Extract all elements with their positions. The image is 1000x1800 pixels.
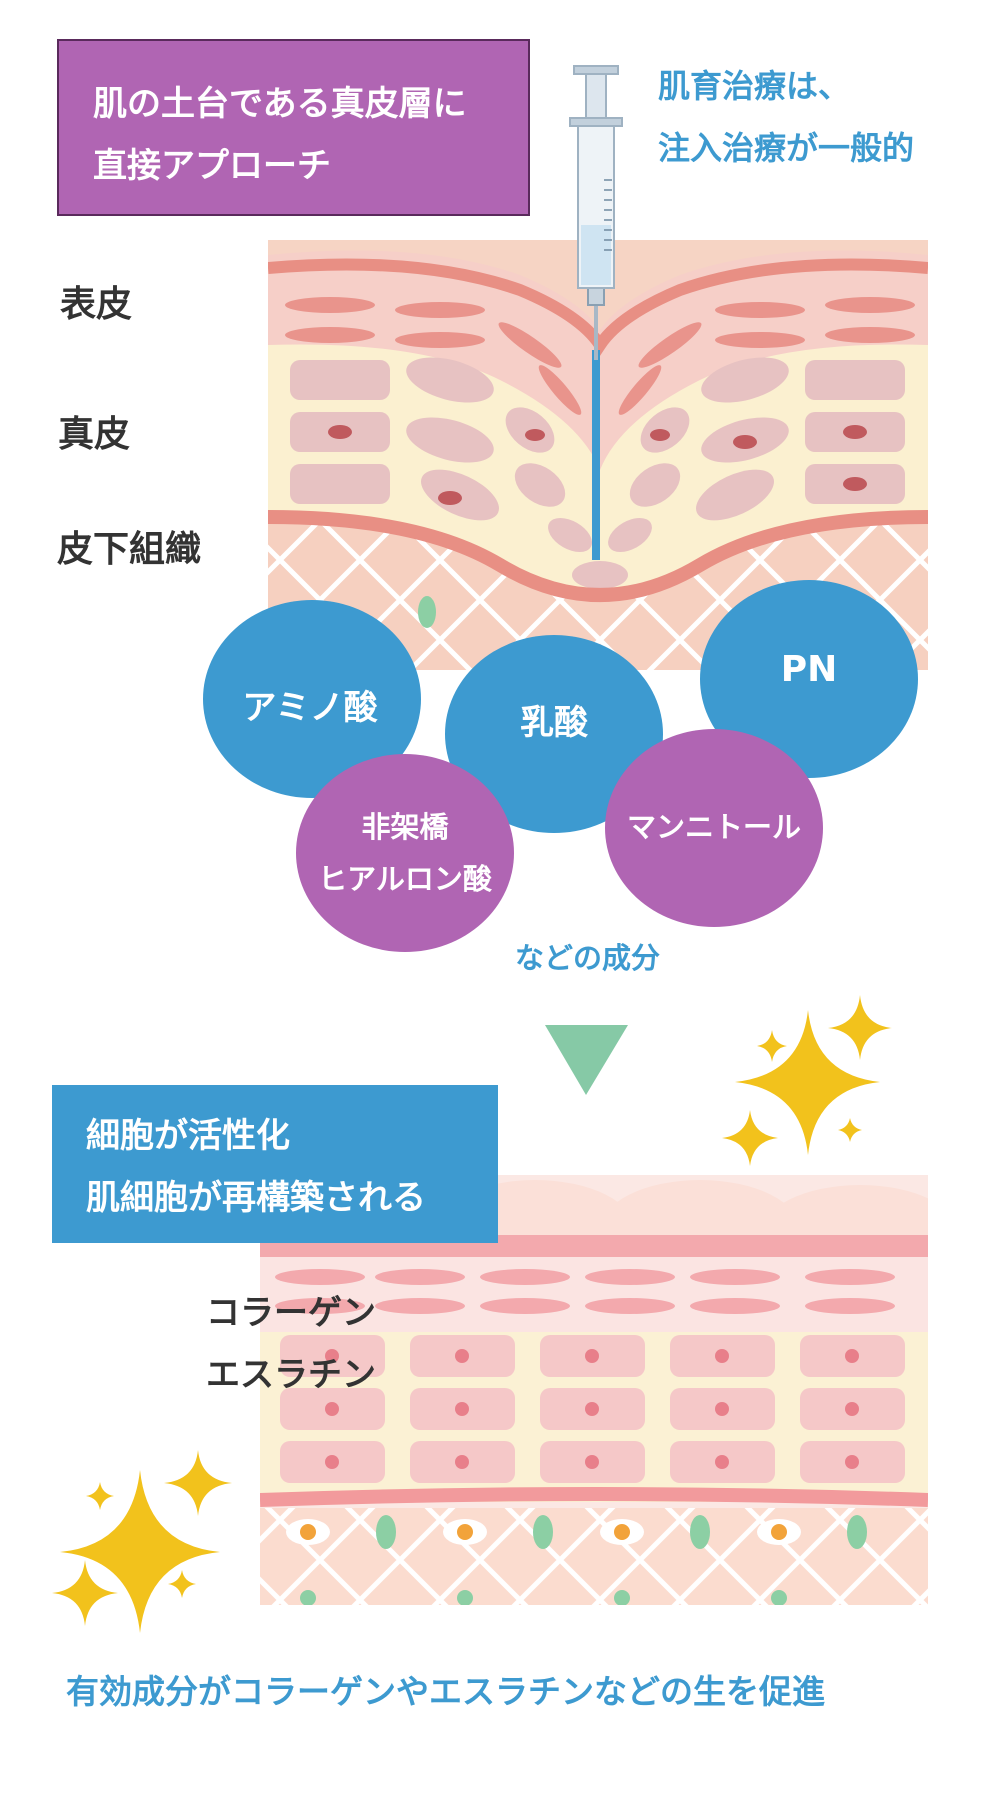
sparkle-icon <box>52 995 892 1633</box>
down-arrow-icon <box>545 1025 628 1095</box>
label-subcutis: 皮下組織 <box>57 529 202 570</box>
ingredient-amino-acid: アミノ酸 <box>203 600 421 798</box>
bottom-heading-line1: 細胞が活性化 <box>86 1116 290 1156</box>
ingredient-amino-acid-label: アミノ酸 <box>242 687 378 728</box>
top-caption: 肌育治療は、 注入治療が一般的 <box>658 55 914 179</box>
ingredient-lactic-acid-label: 乳酸 <box>520 702 588 743</box>
syringe-icon <box>569 65 623 560</box>
bottom-skin-illustration <box>260 1175 928 1605</box>
ingredient-hyaluronic-line2: ヒアルロン酸 <box>318 862 492 896</box>
footer-text: 有効成分がコラーゲンやエスラチンなどの生を促進 <box>66 1672 825 1711</box>
bottom-heading-box: 細胞が活性化 肌細胞が再構築される <box>52 1085 498 1243</box>
top-caption-line1: 肌育治療は、 <box>658 67 851 105</box>
ingredient-mannitol-label: マンニトール <box>626 810 801 844</box>
ingredient-hyaluronic-acid: 非架橋 ヒアルロン酸 <box>296 754 514 952</box>
bottom-heading-line2: 肌細胞が再構築される <box>86 1178 426 1218</box>
ingredient-pn-label: PN <box>780 648 838 690</box>
top-heading-line2: 直接アプローチ <box>93 146 331 186</box>
top-caption-line2: 注入治療が一般的 <box>658 129 915 167</box>
label-dermis: 真皮 <box>58 414 131 455</box>
top-heading-box: 肌の土台である真皮層に 直接アプローチ <box>57 39 530 216</box>
label-epidermis: 表皮 <box>60 284 133 325</box>
etc-ingredients-text: などの成分 <box>515 941 661 975</box>
label-elastin: エスラチン <box>206 1355 376 1395</box>
ingredient-mannitol: マンニトール <box>605 729 823 927</box>
top-heading-line1: 肌の土台である真皮層に <box>93 84 467 124</box>
ingredient-hyaluronic-line1: 非架橋 <box>361 810 449 844</box>
label-collagen: コラーゲン <box>206 1293 376 1333</box>
